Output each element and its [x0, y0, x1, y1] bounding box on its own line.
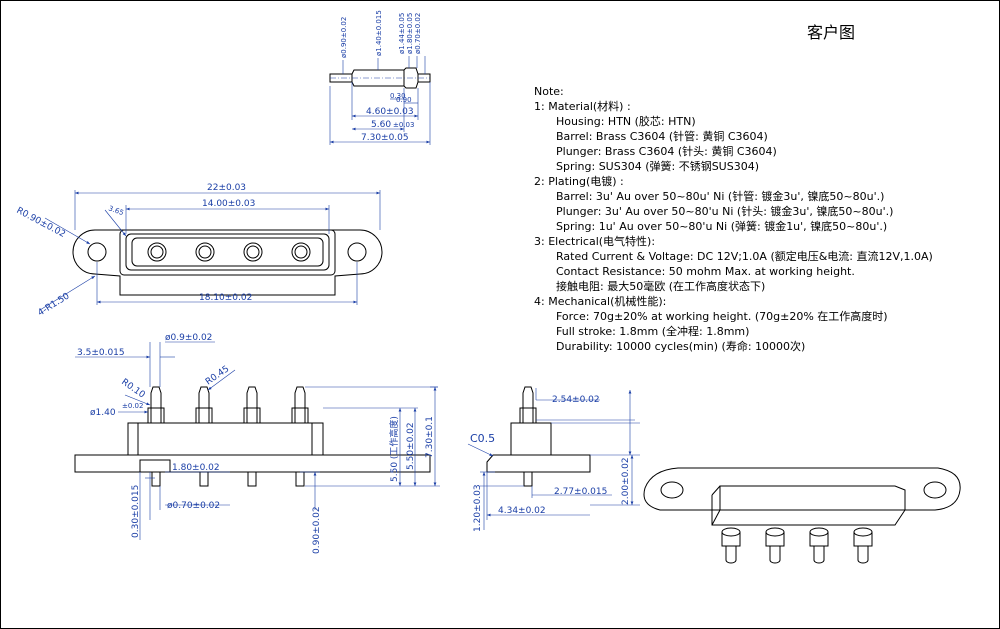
dim-f-09: ø0.9±0.02 [165, 333, 212, 343]
dim-top-22: 22±0.03 [207, 183, 246, 193]
dim-f-070: ø0.70±0.02 [167, 501, 220, 511]
connector-3d-view [643, 467, 961, 564]
note-line: Barrel: Brass C3604 (针管: 黄铜 C3604) [556, 129, 768, 143]
note-line: Housing: HTN (胶芯: HTN) [556, 114, 696, 128]
dim-top-r090: R0.90±0.02 [15, 206, 67, 240]
notes-heading: Note: [534, 85, 564, 98]
note-line: Barrel: 3u' Au over 50~80u' Ni (针管: 镀金3u… [556, 189, 884, 203]
dim-top-small: 3.65 [107, 204, 124, 217]
pin-detail-view [329, 56, 431, 145]
dim-f-140b: ±0.02 [122, 402, 143, 410]
note-line: Spring: 1u' Au over 50~80'u Ni (弹簧: 镀金1u… [556, 219, 887, 233]
dim-pin-730: 7.30±0.05 [361, 133, 409, 143]
dim-s-c05: C0.5 [470, 432, 495, 445]
dim-pin-d2: ø1.40±0.015 [375, 10, 383, 56]
note-line: 3: Electrical(电气特性): [534, 234, 655, 248]
dim-f-550w: 5.50 (工作高度) [388, 416, 400, 482]
drawing-title: 客户图 [807, 23, 855, 42]
connector-top-view [39, 190, 383, 311]
note-line: Plunger: Brass C3604 (针头: 黄铜 C3604) [556, 144, 777, 158]
dim-pin-d1: ø0.90±0.02 [340, 17, 348, 58]
dim-f-r010: R0.10 [119, 377, 146, 400]
note-line: 1: Material(材料) : [534, 99, 631, 113]
dim-pin-030: 0.30 [390, 92, 406, 100]
note-line: 接触电阻: 最大50毫欧 (在工作高度状态下) [556, 279, 765, 293]
dim-f-140: ø1.40 [90, 408, 116, 418]
dim-s-200: 2.00±0.02 [621, 457, 631, 505]
dim-top-r150: 4-R1.50 [36, 291, 71, 318]
note-line: Durability: 10000 cycles(min) (寿命: 10000… [556, 339, 805, 353]
dim-pin-560: 5.60 [371, 120, 391, 130]
dim-top-1810: 18.10±0.02 [199, 293, 252, 303]
dim-f-730: 7.30±0.1 [425, 416, 435, 458]
note-line: Full stroke: 1.8mm (全冲程: 1.8mm) [556, 324, 749, 338]
note-line: Rated Current & Voltage: DC 12V;1.0A (额定… [556, 249, 933, 263]
note-line: Contact Resistance: 50 mohm Max. at work… [556, 265, 855, 278]
dim-pin-460: 4.60±0.03 [366, 107, 414, 117]
dim-s-434: 4.34±0.02 [498, 506, 546, 516]
dim-f-550: 5.50±0.02 [406, 422, 416, 470]
dim-f-35: 3.5±0.015 [77, 348, 125, 358]
connector-front-view [74, 341, 440, 540]
dim-pin-090: 0.90 [396, 96, 412, 104]
note-line: Force: 70g±20% at working height. (70g±2… [556, 309, 888, 323]
dim-f-090: 0.90±0.02 [312, 506, 322, 554]
dim-s-120: 1.20±0.03 [473, 484, 483, 532]
note-line: Plunger: 3u' Au over 50~80'u Ni (针头: 镀金3… [556, 204, 893, 218]
dim-top-14: 14.00±0.03 [202, 199, 255, 209]
note-line: Spring: SUS304 (弹簧: 不锈钢SUS304) [556, 159, 759, 173]
dim-f-180: 1.80±0.02 [172, 463, 220, 473]
connector-side-view [467, 386, 640, 530]
dim-pin-d3: ø1.44±0.05 [398, 13, 406, 54]
dim-s-277: 2.77±0.015 [554, 487, 607, 497]
dim-f-030: 0.30±0.015 [131, 485, 141, 538]
dim-pin-560b: ±0.03 [393, 121, 414, 129]
dim-pin-d5: ø0.70±0.02 [414, 13, 422, 54]
dim-pin-d4: ø1.80±0.05 [406, 13, 414, 54]
note-line: 4: Mechanical(机械性能): [534, 294, 666, 308]
notes-block: Note: 1: Material(材料) : Housing: HTN (胶芯… [534, 85, 933, 353]
dim-s-254: 2.54±0.02 [552, 395, 600, 405]
note-line: 2: Plating(电镀) : [534, 174, 624, 188]
